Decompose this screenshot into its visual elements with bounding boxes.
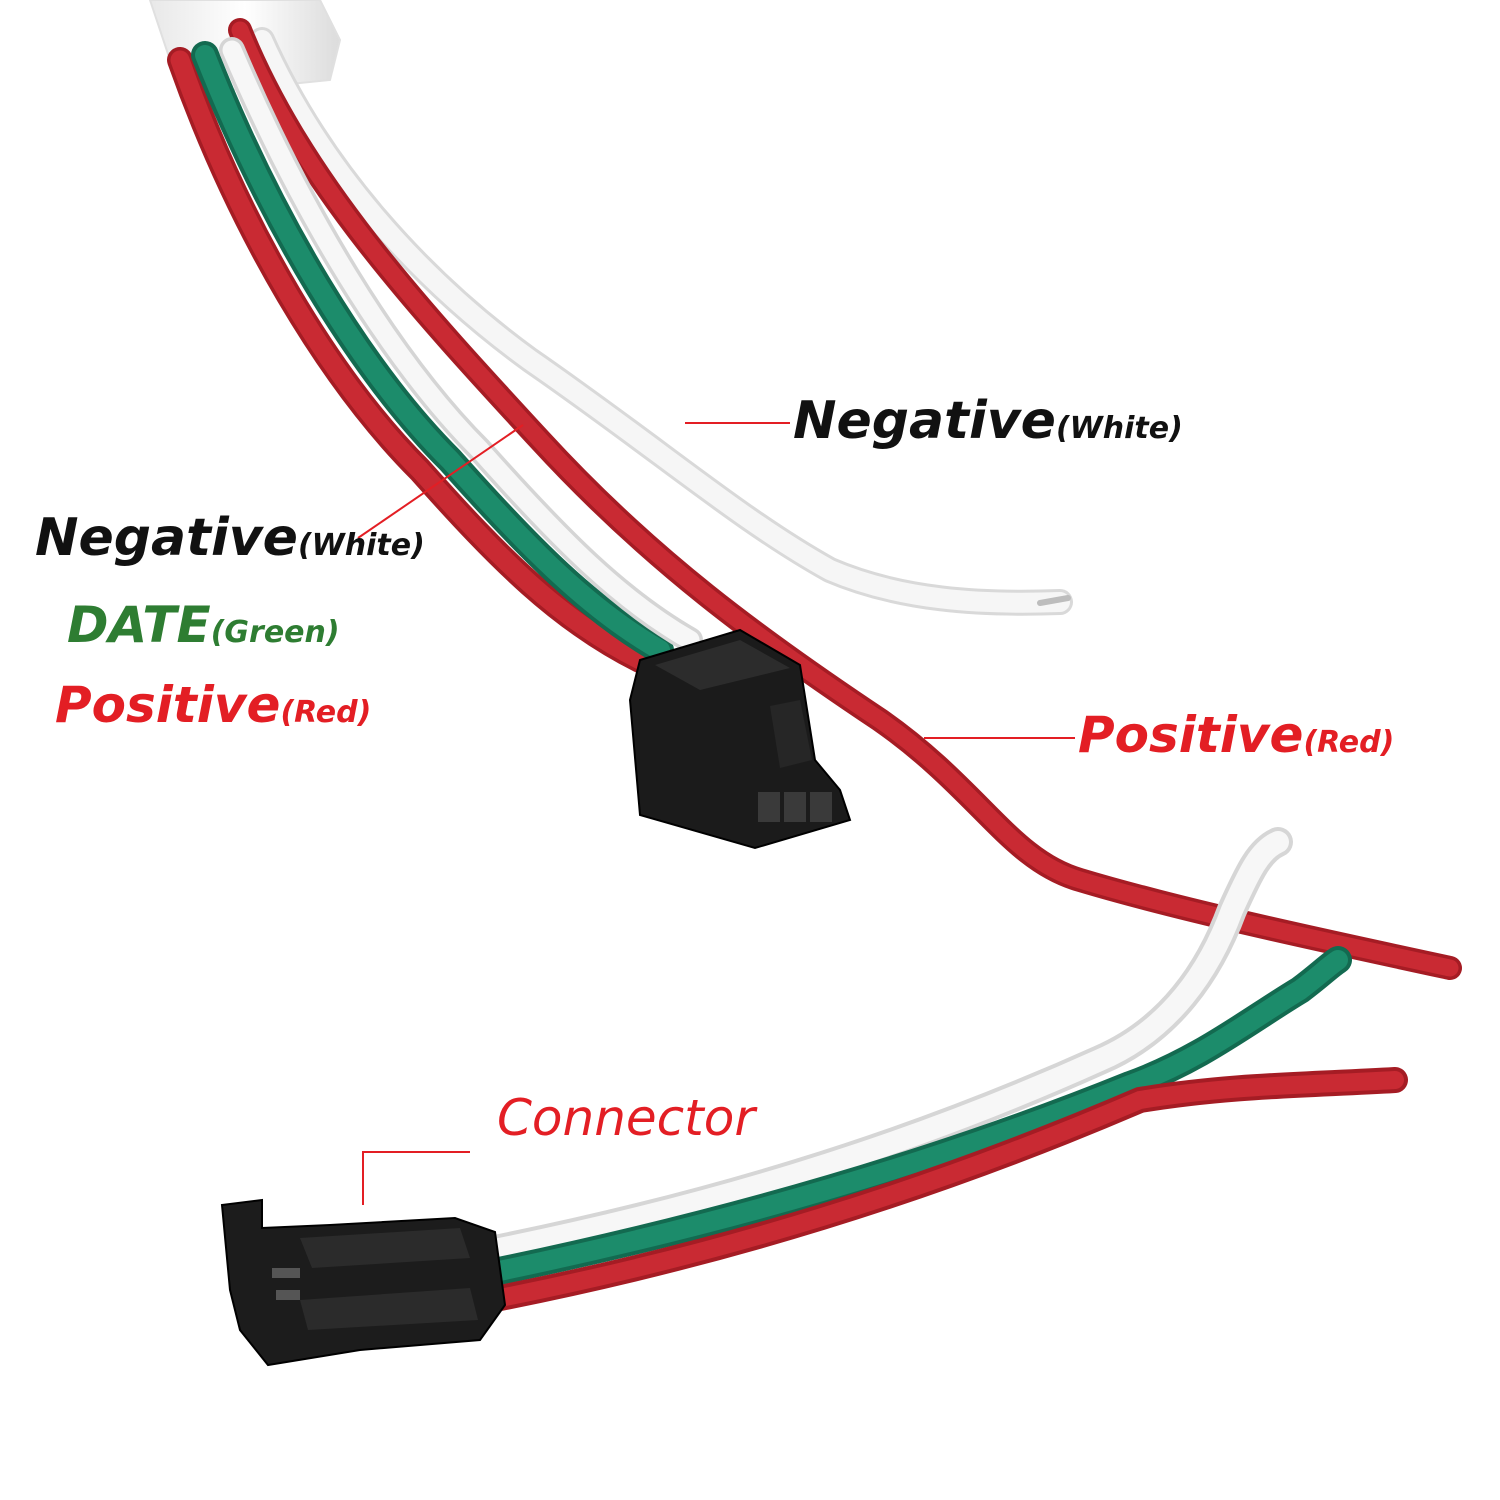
label-positive-right: Positive(Red) bbox=[1078, 710, 1394, 760]
white-wire-bare-tip bbox=[1037, 595, 1071, 606]
leader-connector bbox=[362, 1151, 470, 1205]
male-connector bbox=[220, 1198, 507, 1367]
label-positive-right-sub: (Red) bbox=[1303, 725, 1395, 760]
label-positive-right-main: Positive bbox=[1078, 706, 1304, 764]
red-wire-loose bbox=[228, 18, 1462, 980]
label-data-sub: (Green) bbox=[210, 615, 340, 650]
leader-negative-left bbox=[357, 424, 524, 539]
label-data-green: DATE(Green) bbox=[67, 600, 340, 650]
label-negative-right-main: Negative bbox=[793, 391, 1056, 451]
label-negative-left-sub: (White) bbox=[297, 528, 425, 563]
label-positive-left: Positive(Red) bbox=[55, 680, 371, 730]
leader-lines bbox=[357, 422, 1075, 1205]
upper-cable-bundle bbox=[167, 18, 1462, 980]
label-positive-left-sub: (Red) bbox=[280, 695, 372, 730]
label-connector: Connector bbox=[497, 1089, 755, 1147]
label-negative-left: Negative(White) bbox=[35, 512, 425, 564]
label-negative-left-main: Negative bbox=[35, 508, 298, 568]
lower-cable-bundle bbox=[455, 827, 1408, 1313]
label-negative-right: Negative(White) bbox=[793, 395, 1183, 447]
label-positive-left-main: Positive bbox=[55, 676, 281, 734]
label-data-main: DATE bbox=[67, 596, 211, 654]
label-negative-right-sub: (White) bbox=[1055, 411, 1183, 446]
female-connector bbox=[628, 628, 852, 850]
